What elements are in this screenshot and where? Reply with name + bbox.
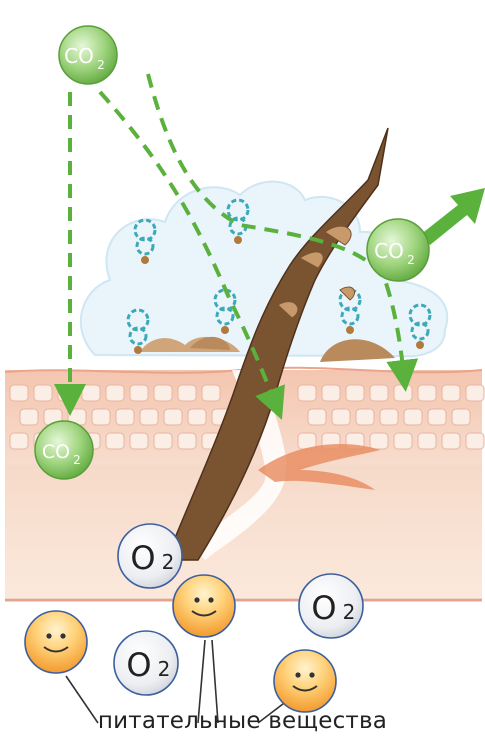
skin-cell [130,433,148,449]
svg-text:2: 2 [407,253,415,267]
skin-cell [428,409,446,425]
skin-cell [10,433,28,449]
skin-cell [164,409,182,425]
skin-cell [394,385,412,401]
skin-cell [130,385,148,401]
svg-text:2: 2 [97,58,105,72]
skin-cell [154,433,172,449]
skin-cell [154,385,172,401]
skin-cell [442,433,460,449]
nutrient-smiley [274,650,336,712]
skin-cell [418,385,436,401]
skin-cell [394,433,412,449]
svg-text:CO: CO [42,441,70,463]
svg-text:O: O [126,646,151,684]
skin-cell [370,433,388,449]
skin-cell [308,409,326,425]
skin-cell [298,385,316,401]
skin-cell [346,385,364,401]
skin-cell [140,409,158,425]
svg-text:CO: CO [374,239,404,263]
skin-cell [178,433,196,449]
o2-molecule-bottom: O 2 [114,631,178,695]
o2-molecule-root: O 2 [118,524,182,588]
skin-cell [452,409,470,425]
skin-cell [442,385,460,401]
nutrient-smiley [173,575,235,637]
co2-molecule-right: CO 2 [367,219,429,281]
nutrient-smiley [25,611,87,673]
skin-cell [188,409,206,425]
skin-cell [34,385,52,401]
skin-cell [106,385,124,401]
svg-text:O: O [311,589,336,627]
skin-cell [202,385,220,401]
o2-molecule-right: O 2 [299,574,363,638]
skin-cell [418,433,436,449]
skin-cell [58,385,76,401]
skin-cell [380,409,398,425]
skin-cell [404,409,422,425]
nutrients-caption: питательные вещества [0,708,485,734]
skin-cell [92,409,110,425]
co2-molecule-skin: CO 2 [35,421,93,479]
svg-text:O: O [130,539,155,577]
skin-cell [82,385,100,401]
skin-cell [370,385,388,401]
svg-text:2: 2 [343,600,356,624]
skin-cell [106,433,124,449]
svg-text:2: 2 [162,550,175,574]
skin-cell [10,385,28,401]
co2-exit-arrow [420,188,485,245]
svg-text:2: 2 [158,657,171,681]
svg-text:CO: CO [64,44,94,68]
skin-cell [116,409,134,425]
skin-cell [466,433,484,449]
skin-cell [322,385,340,401]
co2-molecule-top: CO 2 [59,26,117,84]
skin-cell [332,409,350,425]
skin-cell [466,385,484,401]
skin-cell [178,385,196,401]
skin-cell [20,409,38,425]
svg-text:2: 2 [73,453,81,467]
skin-cell [356,409,374,425]
